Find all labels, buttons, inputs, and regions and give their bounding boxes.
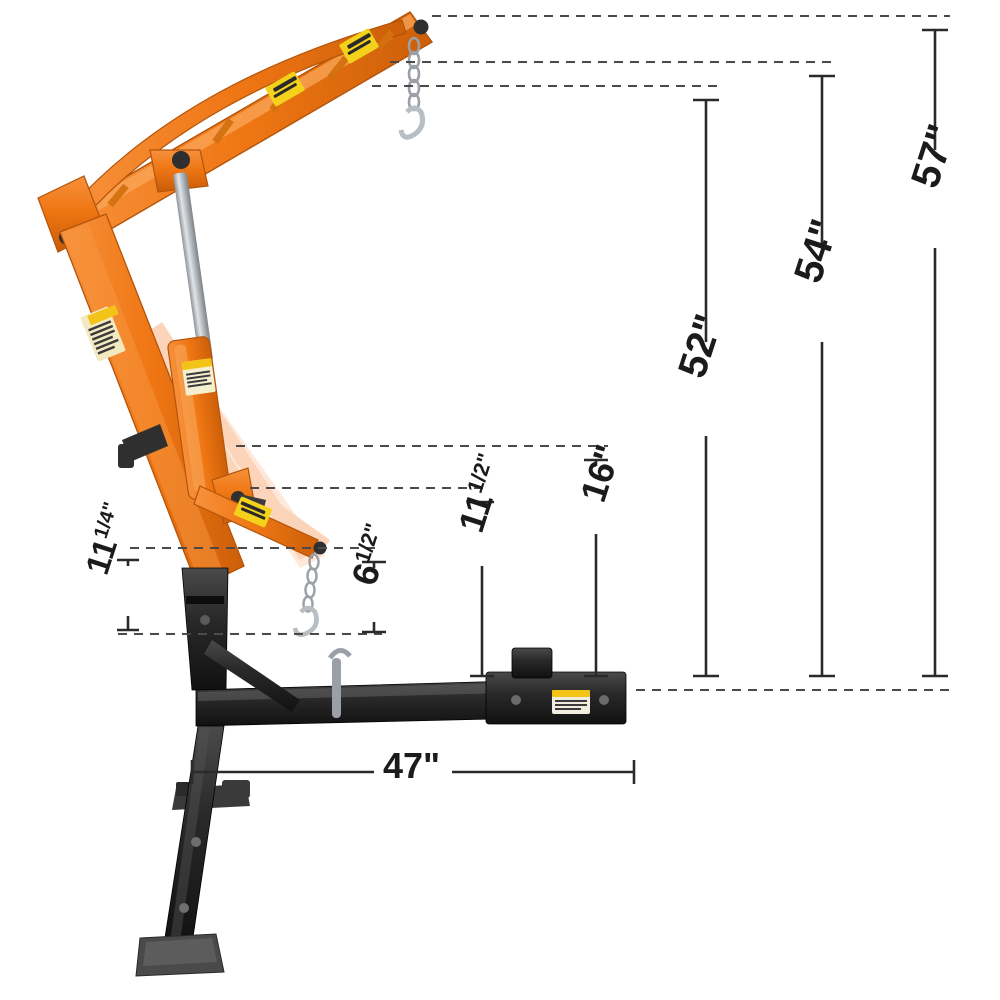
post-collar (186, 596, 224, 604)
boom-tip-pin (413, 19, 429, 35)
base-foot-pad (135, 933, 225, 977)
hook-upper (398, 105, 425, 140)
post-pin (200, 615, 210, 625)
hitch-warning-label (552, 690, 590, 714)
boom-label-2 (339, 28, 379, 64)
mast-handle (118, 424, 168, 468)
frame-diagonal-brace (204, 640, 300, 712)
leg-pin-lower (179, 903, 189, 913)
hitch-pin (327, 648, 352, 718)
cylinder-label (181, 358, 216, 396)
vertical-dimension-arrows (117, 28, 948, 678)
boom-label-1 (265, 71, 305, 107)
dimension-label-47: 47" (383, 745, 441, 786)
lift-chain-upper (407, 36, 421, 112)
boom-pivot-knuckle (149, 149, 209, 193)
lower-arm-decal (234, 496, 272, 528)
extension-lines (118, 15, 950, 691)
leg-pin-upper (191, 837, 201, 847)
hitch-receiver (485, 647, 627, 725)
width-dimension-arrow (190, 760, 636, 784)
lift-chain-lower (302, 553, 320, 613)
mast-warning-label (80, 305, 126, 362)
